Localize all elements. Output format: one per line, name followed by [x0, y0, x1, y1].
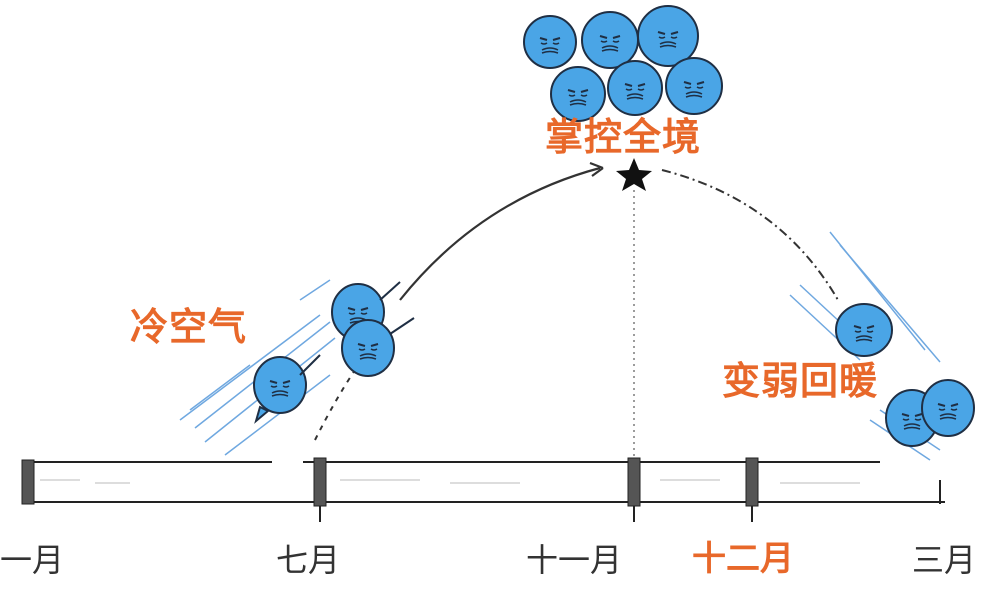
- arc-arrowhead: [589, 161, 604, 177]
- label-weakening-warming: 变弱回暖: [722, 359, 879, 403]
- month-label-dec: 十二月: [692, 539, 794, 579]
- label-cold-air: 冷空气: [130, 305, 248, 349]
- month-label-nov: 十一月: [526, 541, 623, 579]
- blob-cold-air-left: [253, 281, 415, 424]
- label-dominate: 掌控全境: [545, 115, 702, 159]
- timeline-ticks: [313, 457, 941, 522]
- blob-warming-right: [835, 303, 975, 447]
- peak-star-icon: [616, 158, 652, 191]
- blob-cluster-top: [523, 5, 723, 122]
- month-label-mar: 三月: [912, 541, 977, 579]
- month-label-jul: 七月: [276, 541, 341, 579]
- trajectory-arc: [314, 161, 839, 441]
- month-label-jan: 一月: [0, 541, 65, 579]
- timeline-bar: [21, 459, 945, 505]
